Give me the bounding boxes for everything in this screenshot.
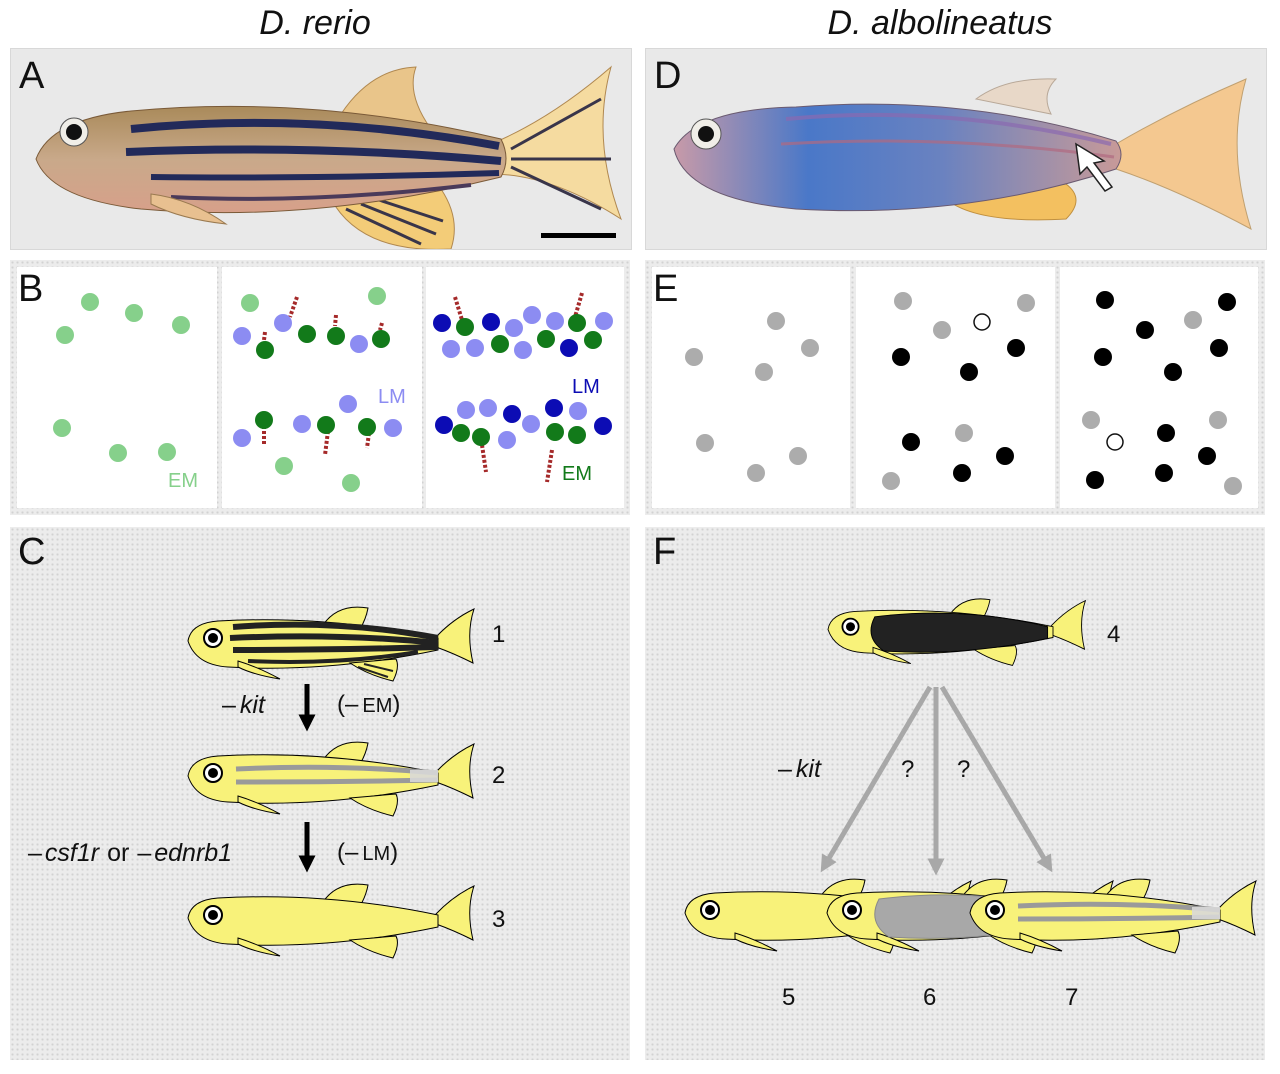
fish-3-no-stripes (187, 883, 475, 959)
zebrafish-photo-illustration (35, 65, 622, 249)
arrow-to-fish-5 (820, 685, 933, 873)
step2-effect-label: (–LM) (337, 839, 398, 866)
unknown-label-2: ? (957, 756, 970, 783)
fish-2-kit-mutant (187, 741, 475, 817)
fish-number-7: 7 (1065, 984, 1078, 1011)
lm-label-dark: LM (572, 376, 600, 398)
fish-7 (969, 878, 1257, 954)
fish-number-1: 1 (492, 621, 505, 648)
lm-label-light: LM (378, 386, 406, 408)
panel-b: LM EM LM EM B (10, 260, 630, 515)
panel-label-c: C (18, 531, 46, 573)
panel-e: E (645, 260, 1265, 515)
panel-d-photo: D (645, 48, 1267, 250)
unknown-label-1: ? (901, 756, 914, 783)
em-label-light: EM (168, 470, 198, 492)
panel-label-d: D (654, 55, 682, 97)
arrow-to-fish-7 (939, 685, 1053, 873)
step1-gene-label: –kit (222, 691, 266, 719)
step1-effect-label: (–EM) (337, 691, 400, 718)
pointer-arrow-icon (1075, 142, 1114, 192)
e-box2-cells (882, 292, 1035, 490)
b-box2-cells (233, 287, 402, 492)
panel-label-a: A (19, 55, 45, 97)
panel-a-photo: A (10, 48, 632, 250)
fish-number-6: 6 (923, 984, 936, 1011)
fish-number-3: 3 (492, 906, 505, 933)
fish-1-wildtype (187, 606, 475, 682)
species-title-left: D. rerio (259, 4, 371, 42)
fish-number-4: 4 (1107, 621, 1120, 648)
panel-label-e: E (653, 268, 679, 310)
panel-f: –kit ? ? 4 5 6 7 F (645, 527, 1265, 1060)
panel-label-f: F (653, 531, 677, 573)
e-box1-cells (685, 312, 819, 482)
panel-b-cells: LM EM LM EM (53, 287, 613, 492)
b-box1-cells (53, 293, 190, 462)
b-box3-cells (433, 292, 613, 483)
fish-number-2: 2 (492, 762, 505, 789)
e-box3-cells (1082, 291, 1242, 495)
em-label-dark: EM (562, 463, 592, 485)
panel-f-diagram: –kit ? ? 4 5 6 7 (684, 597, 1257, 1011)
panel-e-cells (685, 291, 1242, 495)
albolineatus-photo-illustration (673, 78, 1252, 231)
fish-number-5: 5 (782, 984, 795, 1011)
species-title-right: D. albolineatus (827, 4, 1053, 42)
f-arrow-gene-label: –kit (778, 755, 822, 783)
panel-label-b: B (18, 268, 44, 310)
fish-4-albolineatus (827, 597, 1087, 667)
scale-bar (541, 233, 616, 238)
